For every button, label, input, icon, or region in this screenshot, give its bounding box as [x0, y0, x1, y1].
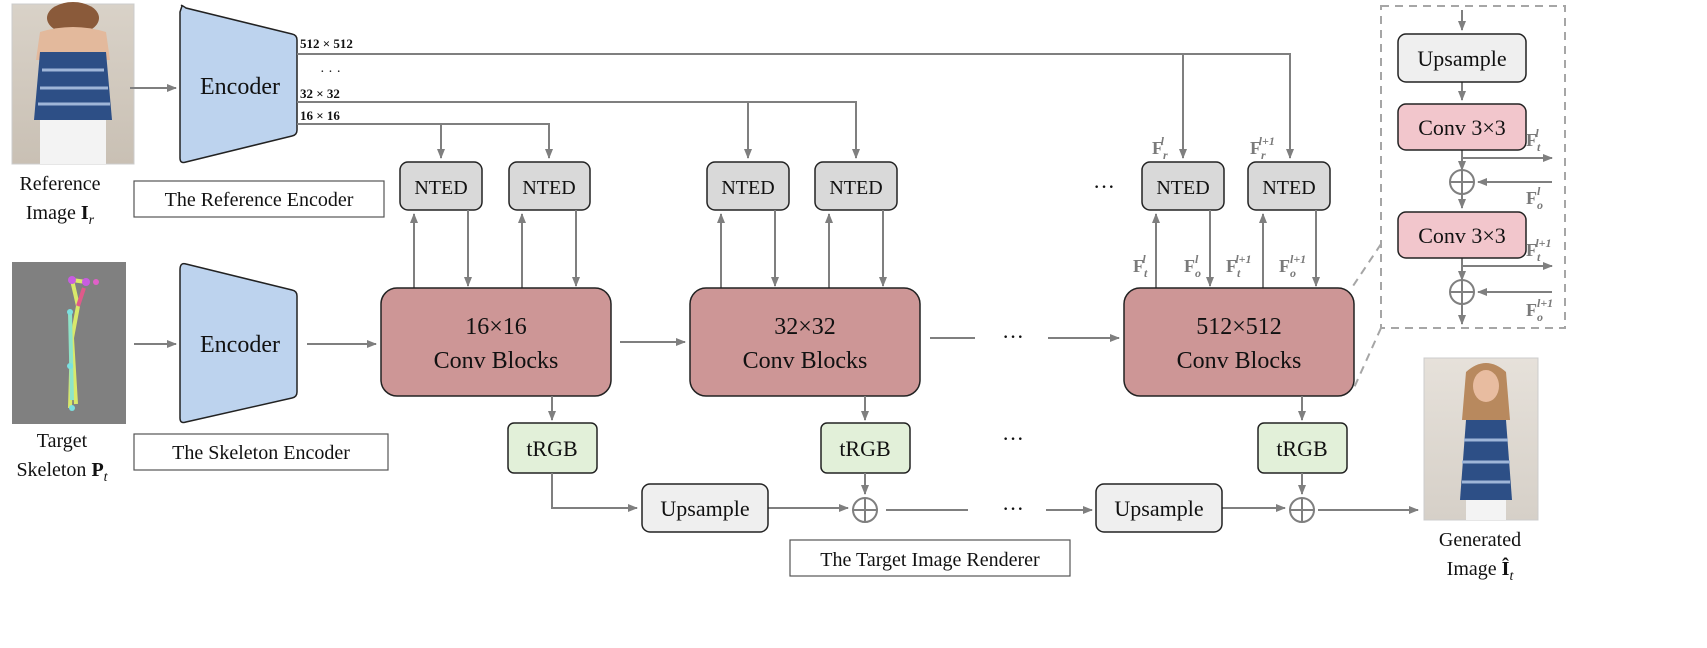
reference-image — [11, 2, 135, 165]
target-label-line1: Target — [37, 430, 88, 452]
nted-box-5 — [1141, 161, 1225, 211]
detail-fo-l: Fol — [1526, 184, 1543, 212]
reference-feature-lines — [297, 53, 1294, 159]
feature-ft-l: Ftl — [1133, 252, 1148, 280]
upsample-label-1: Upsample — [660, 496, 749, 521]
upsample-box-2 — [1095, 483, 1223, 533]
target-skeleton-image — [12, 262, 126, 424]
nted-conv-arrows — [410, 210, 1320, 288]
detail-fo-l1: Fol+1 — [1526, 296, 1553, 324]
nted-label-2: NTED — [522, 177, 575, 199]
nted-label-3: NTED — [721, 177, 774, 199]
conv-block-32-size: 32×32 — [774, 314, 836, 340]
detail-conv-label-1: Conv 3×3 — [1418, 115, 1506, 140]
skeleton-encoder — [179, 262, 298, 424]
nted-blocks: NTED NTED NTED NTED NTED NTED — [399, 161, 1331, 211]
renderer-ellipsis: ··· — [1002, 496, 1024, 521]
renderer-caption-box — [789, 539, 1071, 577]
skeleton-encoder-label: Encoder — [200, 332, 280, 358]
output-label-line2: Image Ît — [1447, 556, 1515, 584]
detail-ft-l: Ftl — [1526, 126, 1541, 154]
nted-ellipsis: ··· — [1093, 174, 1115, 199]
reference-encoder-label: Encoder — [200, 74, 280, 100]
feature-fo-l1: Fol+1 — [1279, 252, 1306, 280]
feature-ft-l1: Ftl+1 — [1226, 252, 1252, 280]
trgb-label-1: tRGB — [526, 436, 577, 461]
detail-panel: Upsample Conv 3×3 Conv 3×3 Ftl Fol Ftl+1… — [1352, 5, 1566, 391]
detail-ft-l1: Ftl+1 — [1526, 236, 1552, 264]
upsample-box-1 — [641, 483, 769, 533]
feature-fr-l1: Frl+1 — [1250, 134, 1275, 162]
feature-labels: Frl Frl+1 Ftl Fol Ftl+1 Fol+1 — [1133, 134, 1306, 280]
nted-box-4 — [814, 161, 898, 211]
add-node-2 — [1289, 497, 1315, 523]
detail-upsample-label: Upsample — [1417, 46, 1506, 71]
conv-block-512-size: 512×512 — [1196, 314, 1282, 340]
detail-panel-border — [1380, 5, 1566, 329]
conv-block-512 — [1123, 287, 1355, 397]
feature-fo-l: Fol — [1184, 252, 1201, 280]
main-flow-arrows — [307, 334, 1120, 348]
conv-block-32-name: Conv Blocks — [743, 348, 868, 374]
reference-label-line1: Reference — [19, 173, 100, 195]
conv-blocks: 16×16 Conv Blocks 32×32 Conv Blocks 512×… — [380, 287, 1355, 397]
trgb-blocks: tRGB tRGB tRGB — [507, 422, 1348, 474]
nted-box-2 — [508, 161, 591, 211]
reference-label-line2: Image Ir — [26, 202, 95, 228]
conv-block-16-name: Conv Blocks — [434, 348, 559, 374]
conv-block-32 — [689, 287, 921, 397]
renderer-arrows — [551, 473, 1419, 514]
skeleton-encoder-caption-box — [133, 433, 389, 471]
reference-encoder — [179, 4, 298, 164]
resolution-32: 32 × 32 — [300, 86, 340, 101]
resolution-16: 16 × 16 — [300, 108, 340, 123]
output-label-line1: Generated — [1439, 529, 1521, 551]
resolution-512: 512 × 512 — [300, 36, 353, 51]
reference-encoder-caption: The Reference Encoder — [165, 189, 354, 211]
resolution-ellipsis: · · · — [320, 65, 341, 80]
detail-conv-box-1 — [1397, 103, 1527, 151]
target-label-line2: Skeleton Pt — [16, 459, 108, 485]
skeleton-encoder-caption: The Skeleton Encoder — [172, 442, 350, 464]
nted-box-1 — [399, 161, 483, 211]
detail-conv-label-2: Conv 3×3 — [1418, 223, 1506, 248]
nted-label-1: NTED — [414, 177, 467, 199]
conv-block-512-name: Conv Blocks — [1177, 348, 1302, 374]
nted-box-6 — [1247, 161, 1331, 211]
renderer-caption: The Target Image Renderer — [820, 549, 1040, 571]
conv-to-trgb-arrows — [548, 396, 1306, 421]
upsample-label-2: Upsample — [1114, 496, 1203, 521]
conv-ellipsis: ··· — [1002, 324, 1024, 349]
reference-encoder-caption-box — [133, 180, 385, 218]
nted-label-4: NTED — [829, 177, 882, 199]
detail-conv-box-2 — [1397, 211, 1527, 259]
generated-image — [1423, 357, 1539, 521]
nted-label-5: NTED — [1156, 177, 1209, 199]
conv-block-16 — [380, 287, 612, 397]
detail-upsample-box — [1397, 33, 1527, 83]
nted-box-3 — [706, 161, 790, 211]
nted-label-6: NTED — [1262, 177, 1315, 199]
trgb-label-2: tRGB — [839, 436, 890, 461]
add-node-1 — [852, 497, 878, 523]
feature-fr-l: Frl — [1152, 134, 1168, 162]
trgb-ellipsis: ··· — [1002, 426, 1024, 451]
conv-block-16-size: 16×16 — [465, 314, 527, 340]
trgb-label-3: tRGB — [1276, 436, 1327, 461]
